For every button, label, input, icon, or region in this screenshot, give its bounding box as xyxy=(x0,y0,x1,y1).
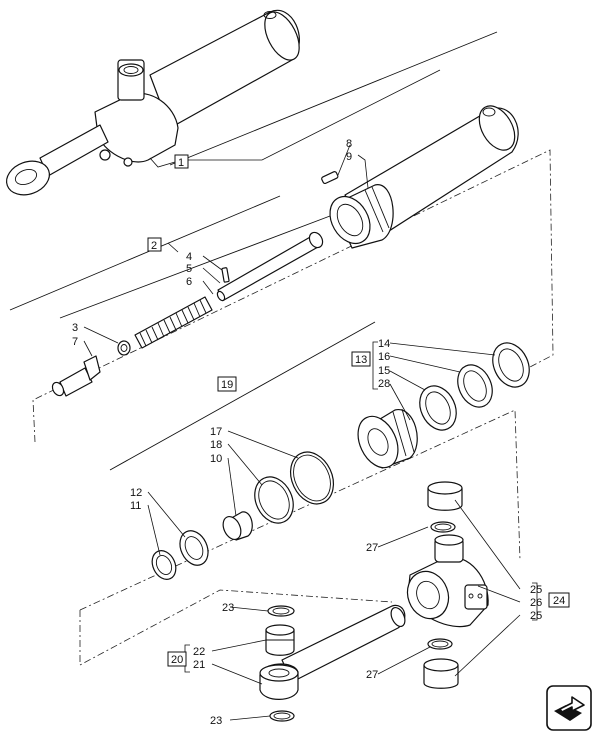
label-25-top: 25 xyxy=(530,584,542,596)
label-23-top: 23 xyxy=(222,602,234,614)
bushing xyxy=(222,511,253,541)
assembly-outline xyxy=(79,589,393,666)
bolt xyxy=(321,171,339,185)
label-22: 22 xyxy=(193,646,205,658)
label-24: 24 xyxy=(553,595,565,607)
label-9: 9 xyxy=(346,151,352,163)
label-26: 26 xyxy=(530,597,542,609)
dust-seal-bottom xyxy=(269,710,295,722)
divider-line xyxy=(9,195,281,311)
seal-ring xyxy=(419,385,457,431)
divider-line xyxy=(109,321,376,471)
bushing-top xyxy=(427,481,463,511)
label-8: 8 xyxy=(346,138,352,150)
label-27-top: 27 xyxy=(366,542,378,554)
label-7: 7 xyxy=(72,336,78,348)
dust-seal-top xyxy=(267,605,295,617)
label-23-bottom: 23 xyxy=(210,715,222,727)
seal-ring xyxy=(457,364,493,408)
label-13: 13 xyxy=(355,354,367,366)
label-3: 3 xyxy=(72,322,78,334)
backup-ring xyxy=(254,476,294,524)
callout-box-13: 13 xyxy=(351,351,371,367)
label-5: 5 xyxy=(186,263,192,275)
assembled-cylinder xyxy=(6,9,300,196)
callout-box-24: 24 xyxy=(548,592,570,608)
label-19: 19 xyxy=(221,379,233,391)
bushing-bottom xyxy=(423,658,459,689)
label-16: 16 xyxy=(378,351,390,363)
label-1: 1 xyxy=(178,157,184,169)
divider-line xyxy=(59,215,331,319)
label-10: 10 xyxy=(210,453,222,465)
seal-top xyxy=(430,521,456,533)
o-ring xyxy=(289,451,335,505)
label-15: 15 xyxy=(378,365,390,377)
label-4: 4 xyxy=(186,251,192,263)
label-21: 21 xyxy=(193,659,205,671)
cylinder-head xyxy=(406,534,489,628)
seal-ring xyxy=(492,342,530,388)
grease-fitting xyxy=(51,355,101,397)
assembly-outline xyxy=(32,149,554,443)
part-number-labels: 8 9 4 5 6 3 7 14 16 15 28 17 18 10 12 11… xyxy=(72,138,542,727)
pin xyxy=(221,267,230,283)
spring xyxy=(134,296,213,349)
callout-box-1: 1 xyxy=(174,154,189,169)
piston-rod xyxy=(216,231,324,302)
label-11: 11 xyxy=(130,500,141,512)
label-6: 6 xyxy=(186,276,192,288)
label-12: 12 xyxy=(130,487,142,499)
leader-lines xyxy=(83,69,521,721)
label-27-bottom: 27 xyxy=(366,669,378,681)
wiper-ring xyxy=(179,530,209,566)
callout-box-2: 2 xyxy=(147,237,162,252)
label-14: 14 xyxy=(378,338,390,350)
navigation-button[interactable] xyxy=(546,685,592,731)
cylinder-barrel xyxy=(329,105,519,249)
rod-bushing xyxy=(265,624,295,656)
label-17: 17 xyxy=(210,426,222,438)
callout-box-20: 20 xyxy=(167,651,187,667)
divider-line xyxy=(169,31,498,166)
label-20: 20 xyxy=(171,654,183,666)
label-28: 28 xyxy=(378,378,390,390)
callout-box-19: 19 xyxy=(217,376,237,392)
seal-bottom xyxy=(427,638,453,650)
piston-rod-eye xyxy=(259,604,406,700)
snap-ring xyxy=(151,550,177,580)
piston xyxy=(357,408,418,469)
label-25-bottom: 25 xyxy=(530,610,542,622)
small-washer xyxy=(117,340,131,356)
label-2: 2 xyxy=(151,240,157,252)
arrow-navigation-icon xyxy=(546,685,592,731)
label-18: 18 xyxy=(210,439,222,451)
